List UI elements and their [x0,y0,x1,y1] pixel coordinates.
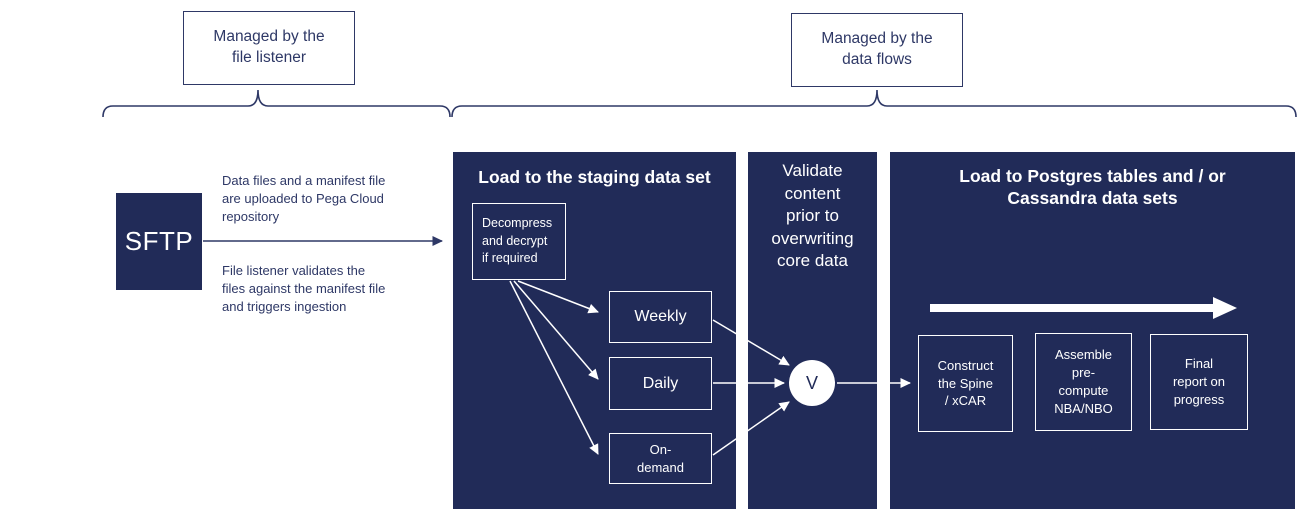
step-box-construct-spine: Construct the Spine / xCAR [918,335,1013,432]
mode-box-daily: Daily [609,357,712,410]
label-managed-by-data-flows: Managed by the data flows [791,13,963,87]
mode-box-on-demand: On- demand [609,433,712,484]
mode-on-demand-label: On- demand [637,441,684,475]
panel-staging-title: Load to the staging data set [478,167,711,187]
panel-load-title: Load to Postgres tables and / or Cassand… [959,166,1226,208]
mode-box-weekly: Weekly [609,291,712,343]
panel-validate-title: Validate content prior to overwriting co… [771,161,854,271]
panel-validate: Validate content prior to overwriting co… [748,152,877,509]
step-final-report-label: Final report on progress [1172,356,1226,407]
panel-load-postgres-cassandra: Load to Postgres tables and / or Cassand… [890,152,1295,509]
sftp-node: SFTP [116,193,202,290]
validation-circle-label: V [805,372,818,393]
decompress-decrypt-box: Decompress and decrypt if required [472,203,566,280]
label-managed-by-file-listener: Managed by the file listener [183,11,355,85]
label-managed-by-file-listener-text: Managed by the file listener [213,28,325,66]
step-construct-spine-label: Construct the Spine / xCAR [937,357,994,409]
validation-circle-node: V [789,360,835,406]
label-managed-by-data-flows-text: Managed by the data flows [821,30,933,68]
step-assemble-precompute-label: Assemble pre- compute NBA/NBO [1054,347,1113,416]
brace-data-flows-scope [451,89,1297,118]
panel-staging: Load to the staging data set Decompress … [453,152,736,509]
brace-file-listener-scope [102,89,451,118]
mode-weekly-label: Weekly [634,308,687,325]
decompress-decrypt-text: Decompress and decrypt if required [482,216,553,266]
sftp-node-label: SFTP [124,226,194,256]
mode-daily-label: Daily [642,374,679,392]
step-box-final-report: Final report on progress [1150,334,1248,430]
step-box-assemble-precompute: Assemble pre- compute NBA/NBO [1035,333,1132,431]
note-upload-to-pega-cloud: Data files and a manifest file are uploa… [222,173,386,224]
note-file-listener-validates: File listener validates the files agains… [222,263,386,314]
